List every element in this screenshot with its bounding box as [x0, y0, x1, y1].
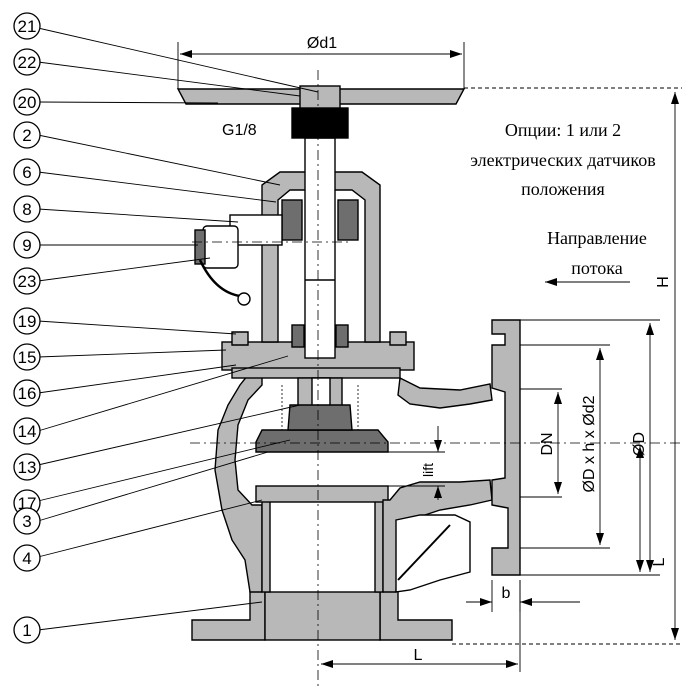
dim-g18: G1/8 — [222, 122, 257, 139]
callout-circles — [13, 12, 41, 644]
leader-lines — [37, 27, 319, 631]
options-note-line-3: положения — [521, 179, 605, 199]
dim-H: H — [655, 276, 672, 288]
flow-direction-note: Направление потока — [547, 228, 647, 278]
callout-3-label: 3 — [22, 512, 31, 531]
callout-19: 19 — [18, 312, 37, 331]
dim-D: ØD — [631, 432, 648, 456]
callout-labels: 21 22 20 2 6 8 9 23 19 15 16 14 13 17 3 … — [18, 17, 37, 640]
bellows-hatching — [281, 385, 359, 430]
dim-L-right: L — [651, 557, 668, 566]
options-note: Опции: 1 или 2 электрических датчиков по… — [470, 120, 656, 199]
dim-lift: lift — [420, 463, 436, 477]
options-note-line-1: Опции: 1 или 2 — [505, 120, 621, 140]
callout-13: 13 — [18, 458, 37, 477]
flow-note-line-1: Направление — [547, 228, 647, 248]
dim-DN: DN — [539, 432, 556, 455]
options-note-line-2: электрических датчиков — [470, 150, 656, 170]
callout-3-circle: 3 — [13, 507, 41, 535]
callout-4: 4 — [22, 549, 31, 568]
callout-20: 20 — [18, 93, 37, 112]
valve-body — [176, 85, 521, 641]
arrowheads — [180, 50, 679, 668]
flow-note-line-2: потока — [571, 258, 623, 278]
dim-d1: Ød1 — [307, 35, 337, 52]
dimension-labels: Ød1 G1/8 H DN lift ØD x h x Ød2 ØD L b L — [222, 35, 672, 664]
dim-D-h-d2: ØD x h x Ød2 — [581, 395, 598, 492]
callout-21: 21 — [18, 17, 37, 36]
callout-23: 23 — [18, 272, 37, 291]
dimension-lines — [177, 42, 682, 672]
callout-2: 2 — [22, 126, 31, 145]
callout-22: 22 — [18, 53, 37, 72]
callout-8: 8 — [22, 200, 31, 219]
callout-15: 15 — [18, 348, 37, 367]
callout-14: 14 — [18, 422, 37, 441]
dim-L-bottom: L — [414, 647, 423, 664]
callout-16: 16 — [18, 384, 37, 403]
dim-b: b — [502, 585, 511, 602]
callout-1: 1 — [22, 621, 31, 640]
callout-9: 9 — [22, 236, 31, 255]
callout-6: 6 — [22, 163, 31, 182]
